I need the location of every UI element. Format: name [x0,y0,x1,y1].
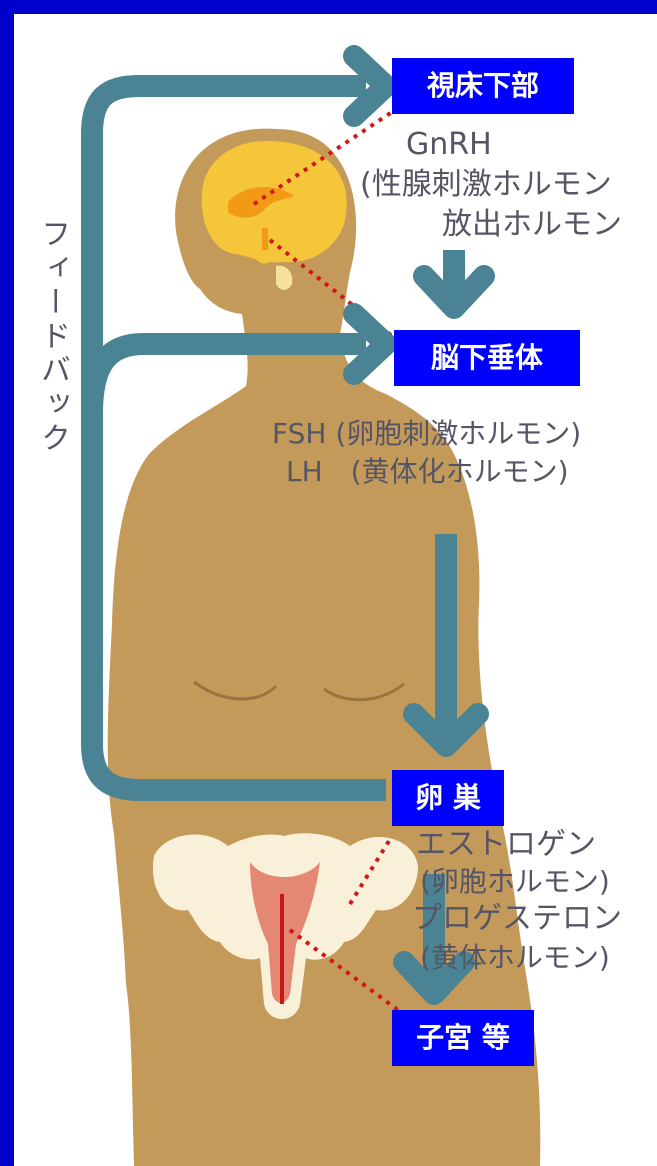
progesterone-desc: (黄体ホルモン) [420,942,610,974]
hypothalamus-label: 視床下部 [392,58,574,114]
gnrh-line3: 放出ホルモン [442,208,622,243]
estrogen-line: エストロゲン [416,828,596,863]
diagram-frame: フィードバック 視床下部 脳下垂体 卵 巣 子宮 等 GnRH (性腺刺激ホルモ… [14,14,657,1166]
gnrh-line1: GnRH [406,128,492,163]
pituitary-label: 脳下垂体 [394,330,580,386]
estrogen-desc: (卵胞ホルモン) [420,866,610,898]
feedback-label: フィードバック [38,218,74,456]
fsh-line: FSH (卵胞刺激ホルモン) [272,418,581,450]
ovary-label: 卵 巣 [392,770,504,826]
progesterone-line: プロゲステロン [412,902,622,937]
lh-line: LH (黄体化ホルモン) [286,456,569,488]
gnrh-line2: (性腺刺激ホルモン [360,168,612,203]
uterus-label: 子宮 等 [392,1010,534,1066]
